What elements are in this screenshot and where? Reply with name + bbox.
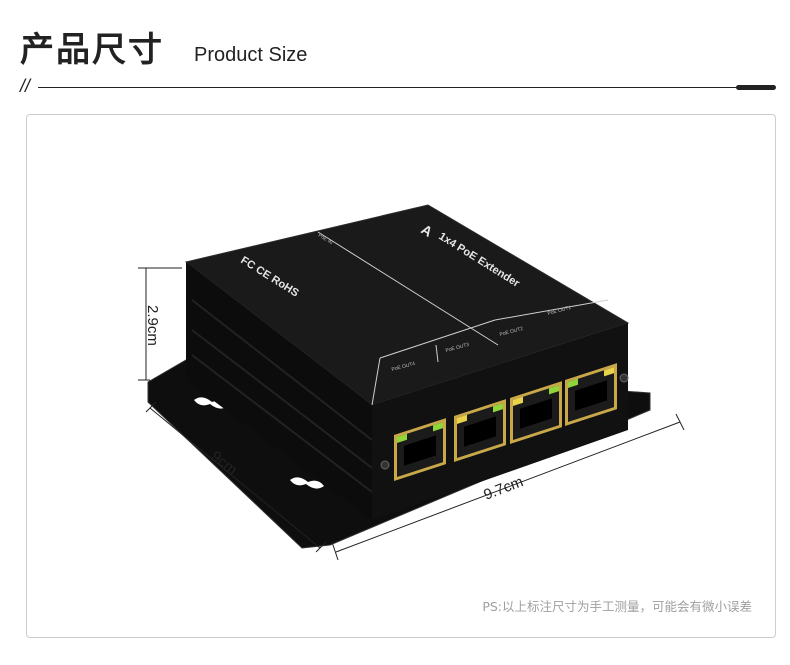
flange-slot-front — [290, 477, 324, 489]
height-label: 2.9cm — [144, 305, 161, 346]
height-dimension — [138, 267, 182, 381]
rj45-port-1 — [394, 418, 446, 481]
depth-dimension — [145, 401, 327, 553]
divider-line — [38, 87, 738, 88]
divider-slash: // — [20, 76, 31, 96]
divider-cap — [736, 85, 776, 90]
flange-slot-left — [194, 397, 228, 409]
rj45-port-2 — [454, 399, 506, 462]
screw-left — [380, 460, 390, 470]
screw-right — [619, 373, 629, 383]
measurement-note: PS:以上标注尺寸为手工测量，可能会有微小误差 — [482, 599, 752, 614]
width-dimension — [331, 413, 685, 561]
page-subtitle: Product Size — [194, 44, 308, 66]
rj45-port-3 — [510, 381, 562, 444]
page-title: 产品尺寸 — [20, 30, 164, 70]
rj45-port-4 — [565, 363, 617, 426]
